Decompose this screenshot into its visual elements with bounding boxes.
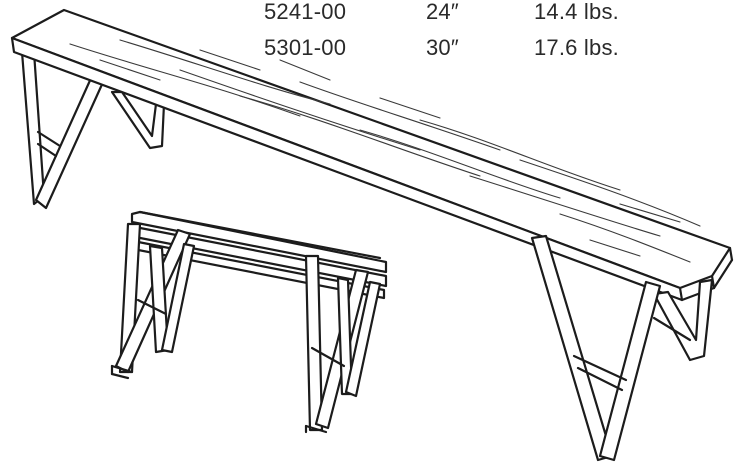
spec-table: 5241-00 24″ 14.4 lbs. 5301-00 30″ 17.6 l… — [258, 0, 678, 66]
bench-right-brace — [572, 354, 628, 382]
folded-bench-stack — [110, 210, 388, 434]
assembled-bench — [10, 8, 734, 462]
length-value: 24″ — [426, 0, 459, 24]
bench-front-left-leg-a — [20, 50, 46, 206]
model-number: 5241-00 — [264, 0, 347, 24]
bench-front-left-leg-b — [34, 74, 106, 210]
weight-value: 17.6 lbs. — [534, 35, 619, 60]
length-value: 30″ — [426, 35, 459, 60]
weight-value: 14.4 lbs. — [534, 0, 619, 24]
bench-front-right-leg-b — [598, 280, 662, 462]
spec-row: 5301-00 30″ 17.6 lbs. — [258, 30, 678, 66]
bench-back-right-leg — [652, 278, 714, 362]
bench-left-brace — [36, 130, 62, 148]
spec-row: 5241-00 24″ 14.4 lbs. — [258, 0, 678, 30]
model-number: 5301-00 — [264, 35, 347, 60]
